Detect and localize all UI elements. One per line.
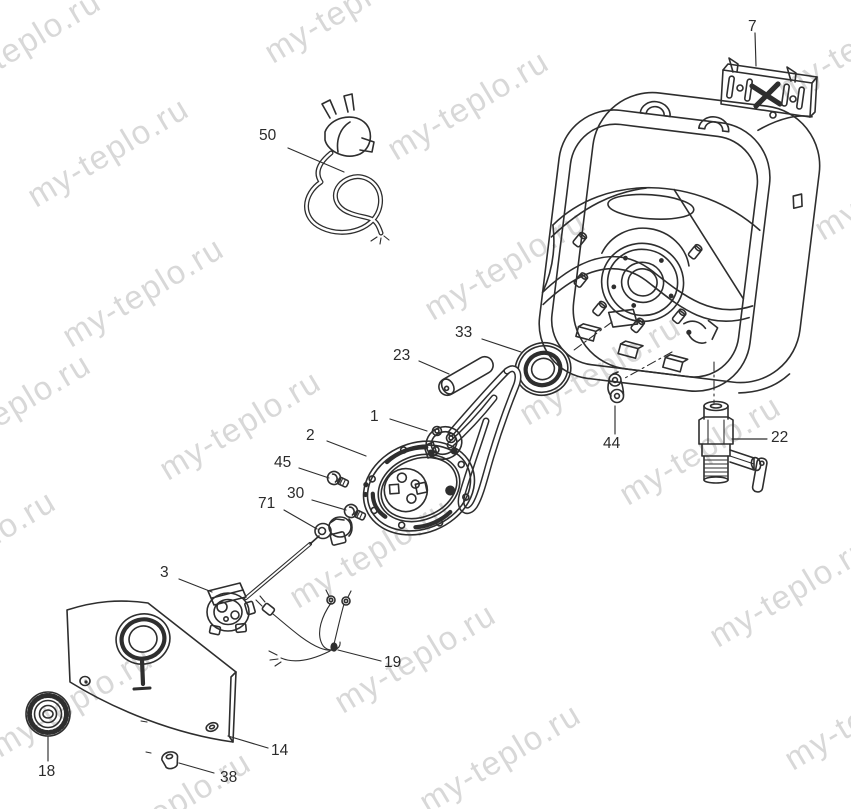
leader-lines: [47, 32, 768, 774]
anode-rod: [438, 355, 494, 397]
wall-mounting-bracket: [720, 57, 818, 118]
part-label-71: 71: [258, 495, 276, 512]
part-label-19: 19: [384, 654, 402, 671]
thermostat-pocket: [683, 319, 719, 344]
cover-plate: [66, 600, 237, 754]
part-label-30: 30: [287, 485, 305, 502]
part-label-44: 44: [603, 435, 621, 452]
part-label-14: 14: [271, 742, 289, 759]
part-label-18: 18: [38, 763, 56, 780]
safety-valve: [698, 400, 768, 493]
sensor-holder: [314, 516, 353, 546]
control-knob: [25, 691, 71, 737]
part-label-3: 3: [160, 564, 169, 581]
weld-studs: [572, 231, 703, 334]
thermostat: [206, 535, 320, 636]
flange-plate: [362, 440, 476, 536]
screw-45: [326, 470, 350, 488]
screw-30: [343, 503, 367, 521]
part-label-1: 1: [370, 408, 379, 425]
part-label-50: 50: [259, 127, 277, 144]
centerlines: [573, 321, 715, 404]
power-cord: [304, 93, 390, 245]
part-label-45: 45: [274, 454, 292, 471]
cap: [161, 751, 179, 770]
wiring-harness: [255, 589, 352, 667]
part-label-2: 2: [306, 427, 315, 444]
tank-body: [538, 91, 821, 394]
part-label-33: 33: [455, 324, 473, 341]
hanging-slot: [698, 116, 730, 133]
part-label-38: 38: [220, 769, 238, 786]
bottom-tabs: [575, 323, 689, 373]
hanging-slot: [639, 100, 671, 118]
retaining-clip: [607, 371, 625, 404]
part-label-22: 22: [771, 429, 789, 446]
part-label-7: 7: [748, 18, 757, 35]
part-label-23: 23: [393, 347, 411, 364]
